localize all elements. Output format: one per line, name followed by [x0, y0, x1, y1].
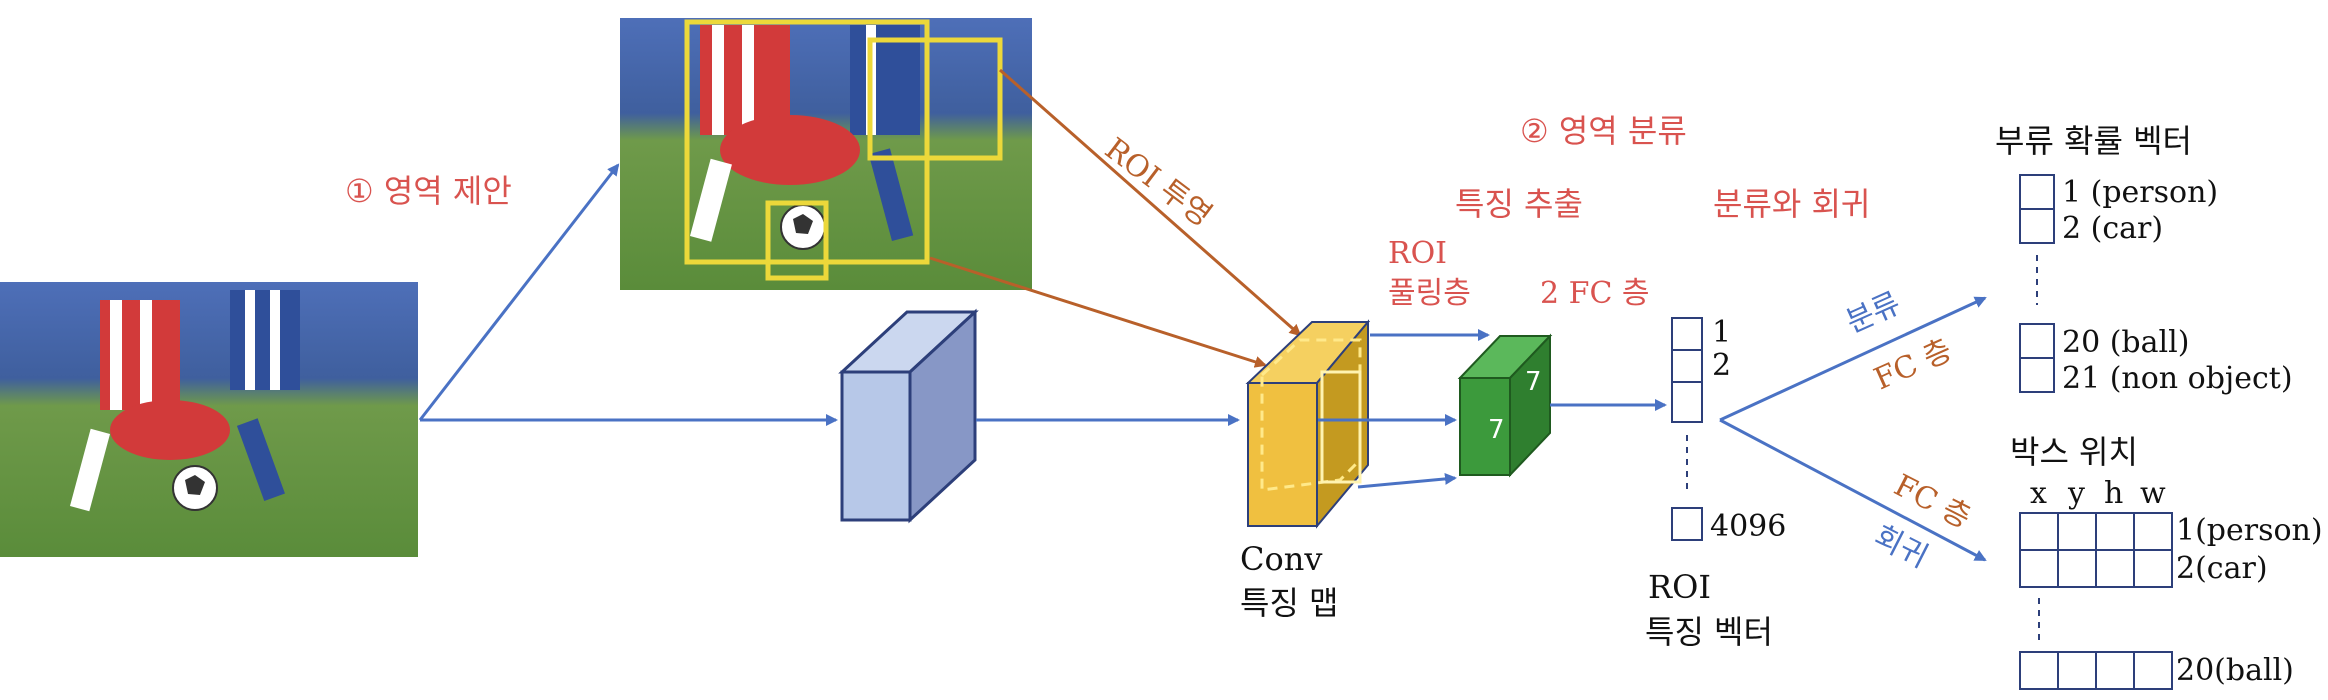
proposal-box-ball — [765, 200, 829, 281]
box-col-y: y — [2067, 476, 2085, 511]
pool-size-h: 7 — [1488, 415, 1505, 445]
roi-vec-1: 1 — [1712, 315, 1731, 350]
box-position-table — [2019, 512, 2173, 690]
box-col-x: x — [2030, 476, 2047, 511]
roi-arrow-1 — [999, 68, 1302, 337]
fc2-label: 2 FC 층 — [1540, 276, 1650, 311]
proposal-box-person — [684, 19, 930, 265]
pool-size-w: 7 — [1525, 367, 1542, 397]
feature-extraction-label: 특징 추출 — [1455, 185, 1583, 223]
roi-vec-label-2: 특징 벡터 — [1645, 613, 1773, 651]
pooled-feature-box — [1457, 333, 1553, 478]
input-image — [0, 282, 418, 557]
class-prob-1: 1 (person) — [2062, 175, 2218, 210]
cls-reg-label: 분류와 회귀 — [1713, 185, 1870, 223]
box-pos-title: 박스 위치 — [2010, 433, 2138, 471]
box-row-20: 20(ball) — [2176, 653, 2294, 688]
arrow-classification — [1719, 296, 1987, 422]
box-col-w: w — [2140, 476, 2166, 511]
proposal-image — [620, 18, 1032, 290]
arrow-regression — [1719, 418, 1987, 562]
step2-label: ② 영역 분류 — [1520, 112, 1687, 150]
roi-pooling-label-2: 풀링층 — [1388, 276, 1471, 311]
cnn-cube — [838, 308, 979, 524]
roi-vec-label-1: ROI — [1648, 568, 1711, 606]
conv-label-1: Conv — [1240, 540, 1322, 578]
arrow-pool-bottom — [1357, 472, 1457, 489]
class-prob-20: 20 (ball) — [2062, 325, 2189, 360]
proposal-box-person-2 — [867, 37, 1003, 161]
branch-reg-fc: FC 층 — [1888, 468, 1976, 536]
branch-cls-fc: FC 층 — [1869, 332, 1957, 397]
step1-label: ① 영역 제안 — [345, 172, 512, 210]
roi-vec-4096: 4096 — [1710, 509, 1786, 544]
roi-feature-vector — [1671, 317, 1703, 541]
conv-label-2: 특징 맵 — [1240, 584, 1339, 622]
roi-vec-2: 2 — [1712, 348, 1731, 383]
conv-feature-map — [1245, 319, 1371, 529]
class-prob-2: 2 (car) — [2062, 211, 2163, 246]
class-probability-vector — [2019, 174, 2055, 393]
branch-cls-label: 분류 — [1841, 286, 1906, 340]
box-col-h: h — [2104, 476, 2123, 511]
class-prob-title: 부류 확률 벡터 — [1995, 122, 2192, 160]
roi-arrow-2 — [929, 256, 1267, 368]
box-row-2: 2(car) — [2176, 551, 2268, 586]
roi-pooling-label-1: ROI — [1388, 236, 1447, 271]
class-prob-21: 21 (non object) — [2062, 361, 2293, 396]
roi-projection-label: ROI 투영 — [1098, 131, 1218, 233]
box-row-1: 1(person) — [2176, 513, 2323, 548]
arrow-proposal — [418, 163, 620, 421]
